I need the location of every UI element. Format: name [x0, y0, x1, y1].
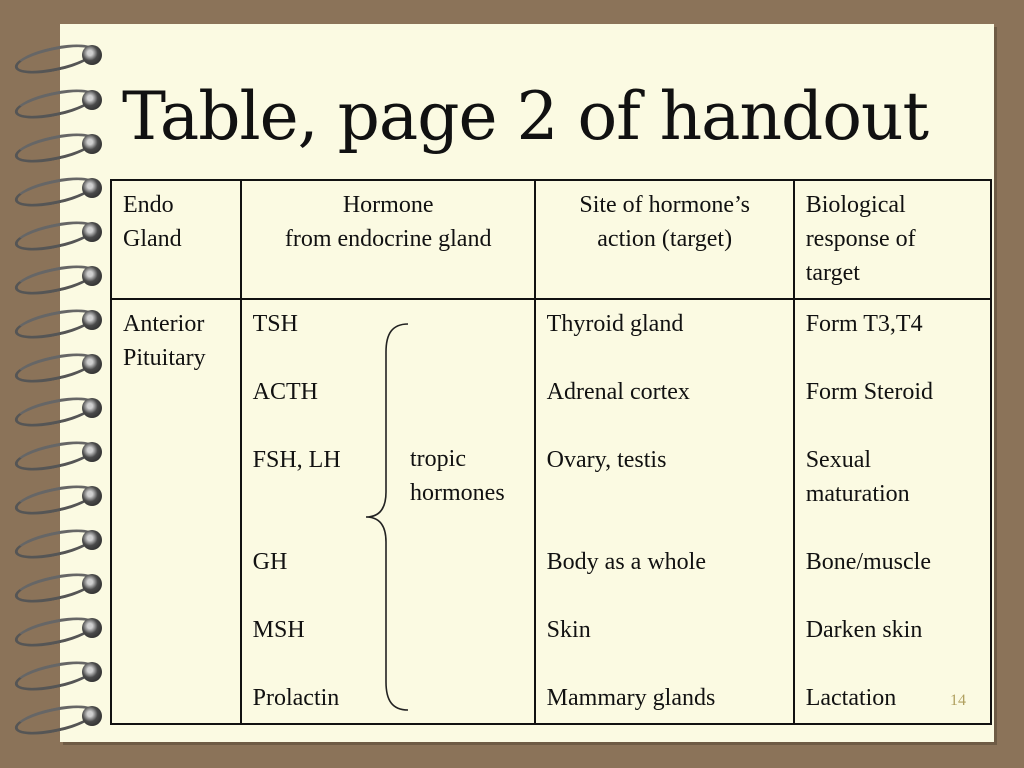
hormone-item: MSH [252, 617, 305, 643]
hormone-item: GH [252, 549, 288, 575]
page-title: Table, page 2 of handout [122, 78, 929, 155]
response-item: Bone/muscle [805, 549, 931, 575]
header-text: response of [805, 226, 916, 252]
response-item: Darken skin [805, 617, 923, 643]
spiral-ring-icon [10, 611, 102, 653]
spiral-ring-icon [10, 567, 102, 609]
header-text: Biological [805, 192, 906, 218]
spiral-ring-icon [10, 127, 102, 169]
spiral-ring-icon [10, 655, 102, 697]
gland-cell: Anterior Pituitary [110, 298, 242, 725]
site-cell: Thyroid gland Adrenal cortex Ovary, test… [533, 298, 795, 725]
header-text: target [805, 260, 860, 286]
header-text: Site of hormone’s [579, 192, 750, 218]
hormone-cell: TSH ACTH FSH, LH GH MSH Prolactin [239, 298, 536, 725]
header-endo-gland: Endo Gland [110, 179, 242, 300]
site-item: Ovary, testis [546, 447, 667, 473]
page-number: 14 [950, 692, 966, 709]
gland-name: Pituitary [123, 345, 206, 371]
site-item: Body as a whole [546, 549, 706, 575]
header-text: action (target) [597, 226, 733, 252]
gland-name: Anterior [123, 311, 205, 337]
table-row: Anterior Pituitary TSH ACTH FSH, LH GH M… [110, 298, 993, 725]
spiral-ring-icon [10, 479, 102, 521]
header-biological-response: Biological response of target [792, 179, 993, 300]
response-item: Form Steroid [805, 379, 934, 405]
brace-label-line: hormones [410, 480, 505, 506]
spiral-ring-icon [10, 171, 102, 213]
response-item: maturation [805, 481, 910, 507]
hormone-item: TSH [252, 311, 298, 337]
spiral-ring-icon [10, 259, 102, 301]
header-text: Gland [123, 226, 182, 252]
header-site-of-action: Site of hormone’s action (target) [533, 179, 795, 300]
response-item: Form T3,T4 [805, 311, 923, 337]
brace-label: tropic hormones [410, 442, 505, 510]
header-text: Endo [123, 192, 174, 218]
spiral-ring-icon [10, 435, 102, 477]
brace-label-line: tropic [410, 446, 466, 472]
header-text: from endocrine gland [284, 226, 492, 252]
header-hormone: Hormone from endocrine gland [239, 179, 536, 300]
curly-brace-icon [365, 323, 409, 711]
spiral-ring-icon [10, 391, 102, 433]
site-item: Thyroid gland [546, 311, 684, 337]
hormone-item: FSH, LH [252, 447, 341, 473]
response-item: Lactation [805, 685, 897, 711]
site-item: Mammary glands [546, 685, 716, 711]
spiral-ring-icon [10, 83, 102, 125]
site-item: Skin [546, 617, 591, 643]
spiral-ring-icon [10, 699, 102, 741]
hormone-table: Endo Gland Hormone from endocrine gland … [110, 179, 993, 725]
site-item: Adrenal cortex [546, 379, 690, 405]
header-text: Hormone [342, 192, 434, 218]
spiral-ring-icon [10, 38, 102, 80]
table-header-row: Endo Gland Hormone from endocrine gland … [110, 179, 993, 300]
response-item: Sexual [805, 447, 872, 473]
spiral-ring-icon [10, 215, 102, 257]
spiral-ring-icon [10, 303, 102, 345]
spiral-ring-icon [10, 347, 102, 389]
spiral-ring-icon [10, 523, 102, 565]
response-cell: Form T3,T4 Form Steroid Sexual maturatio… [792, 298, 993, 725]
hormone-item: ACTH [252, 379, 318, 405]
hormone-item: Prolactin [252, 685, 340, 711]
